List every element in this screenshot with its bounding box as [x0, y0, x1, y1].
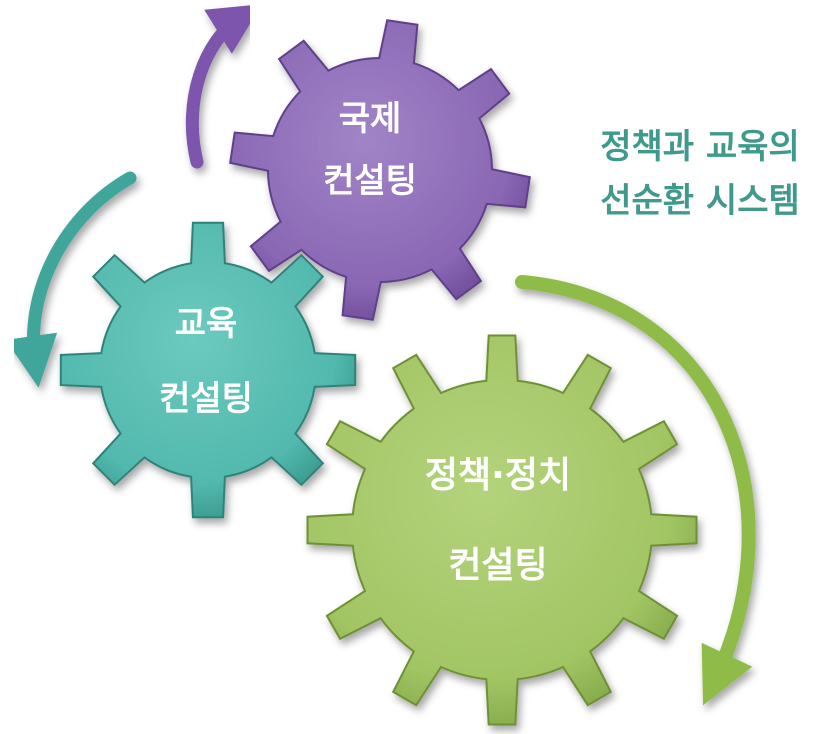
gear-education-label-line1: 교육 [175, 304, 238, 344]
gear-international [229, 19, 531, 321]
gear-policy [306, 334, 698, 726]
gear-policy-label-line2: 컨설팅 [448, 545, 547, 586]
caption-line1: 정책과 교육의 [600, 127, 800, 167]
gear-international-label-line2: 컨설팅 [323, 161, 417, 201]
caption-line2: 선순환 시스템 [600, 181, 800, 221]
arrow-to-international [185, 4, 262, 169]
gear-international-label-line1: 국제 [339, 99, 402, 139]
arrow-to-education [5, 171, 137, 388]
gear-education [59, 221, 357, 519]
arrow-to-policy [515, 275, 756, 706]
gear-education-label-line2: 컨설팅 [159, 379, 253, 419]
gear-policy-label-line1: 정책·정치 [425, 455, 571, 496]
